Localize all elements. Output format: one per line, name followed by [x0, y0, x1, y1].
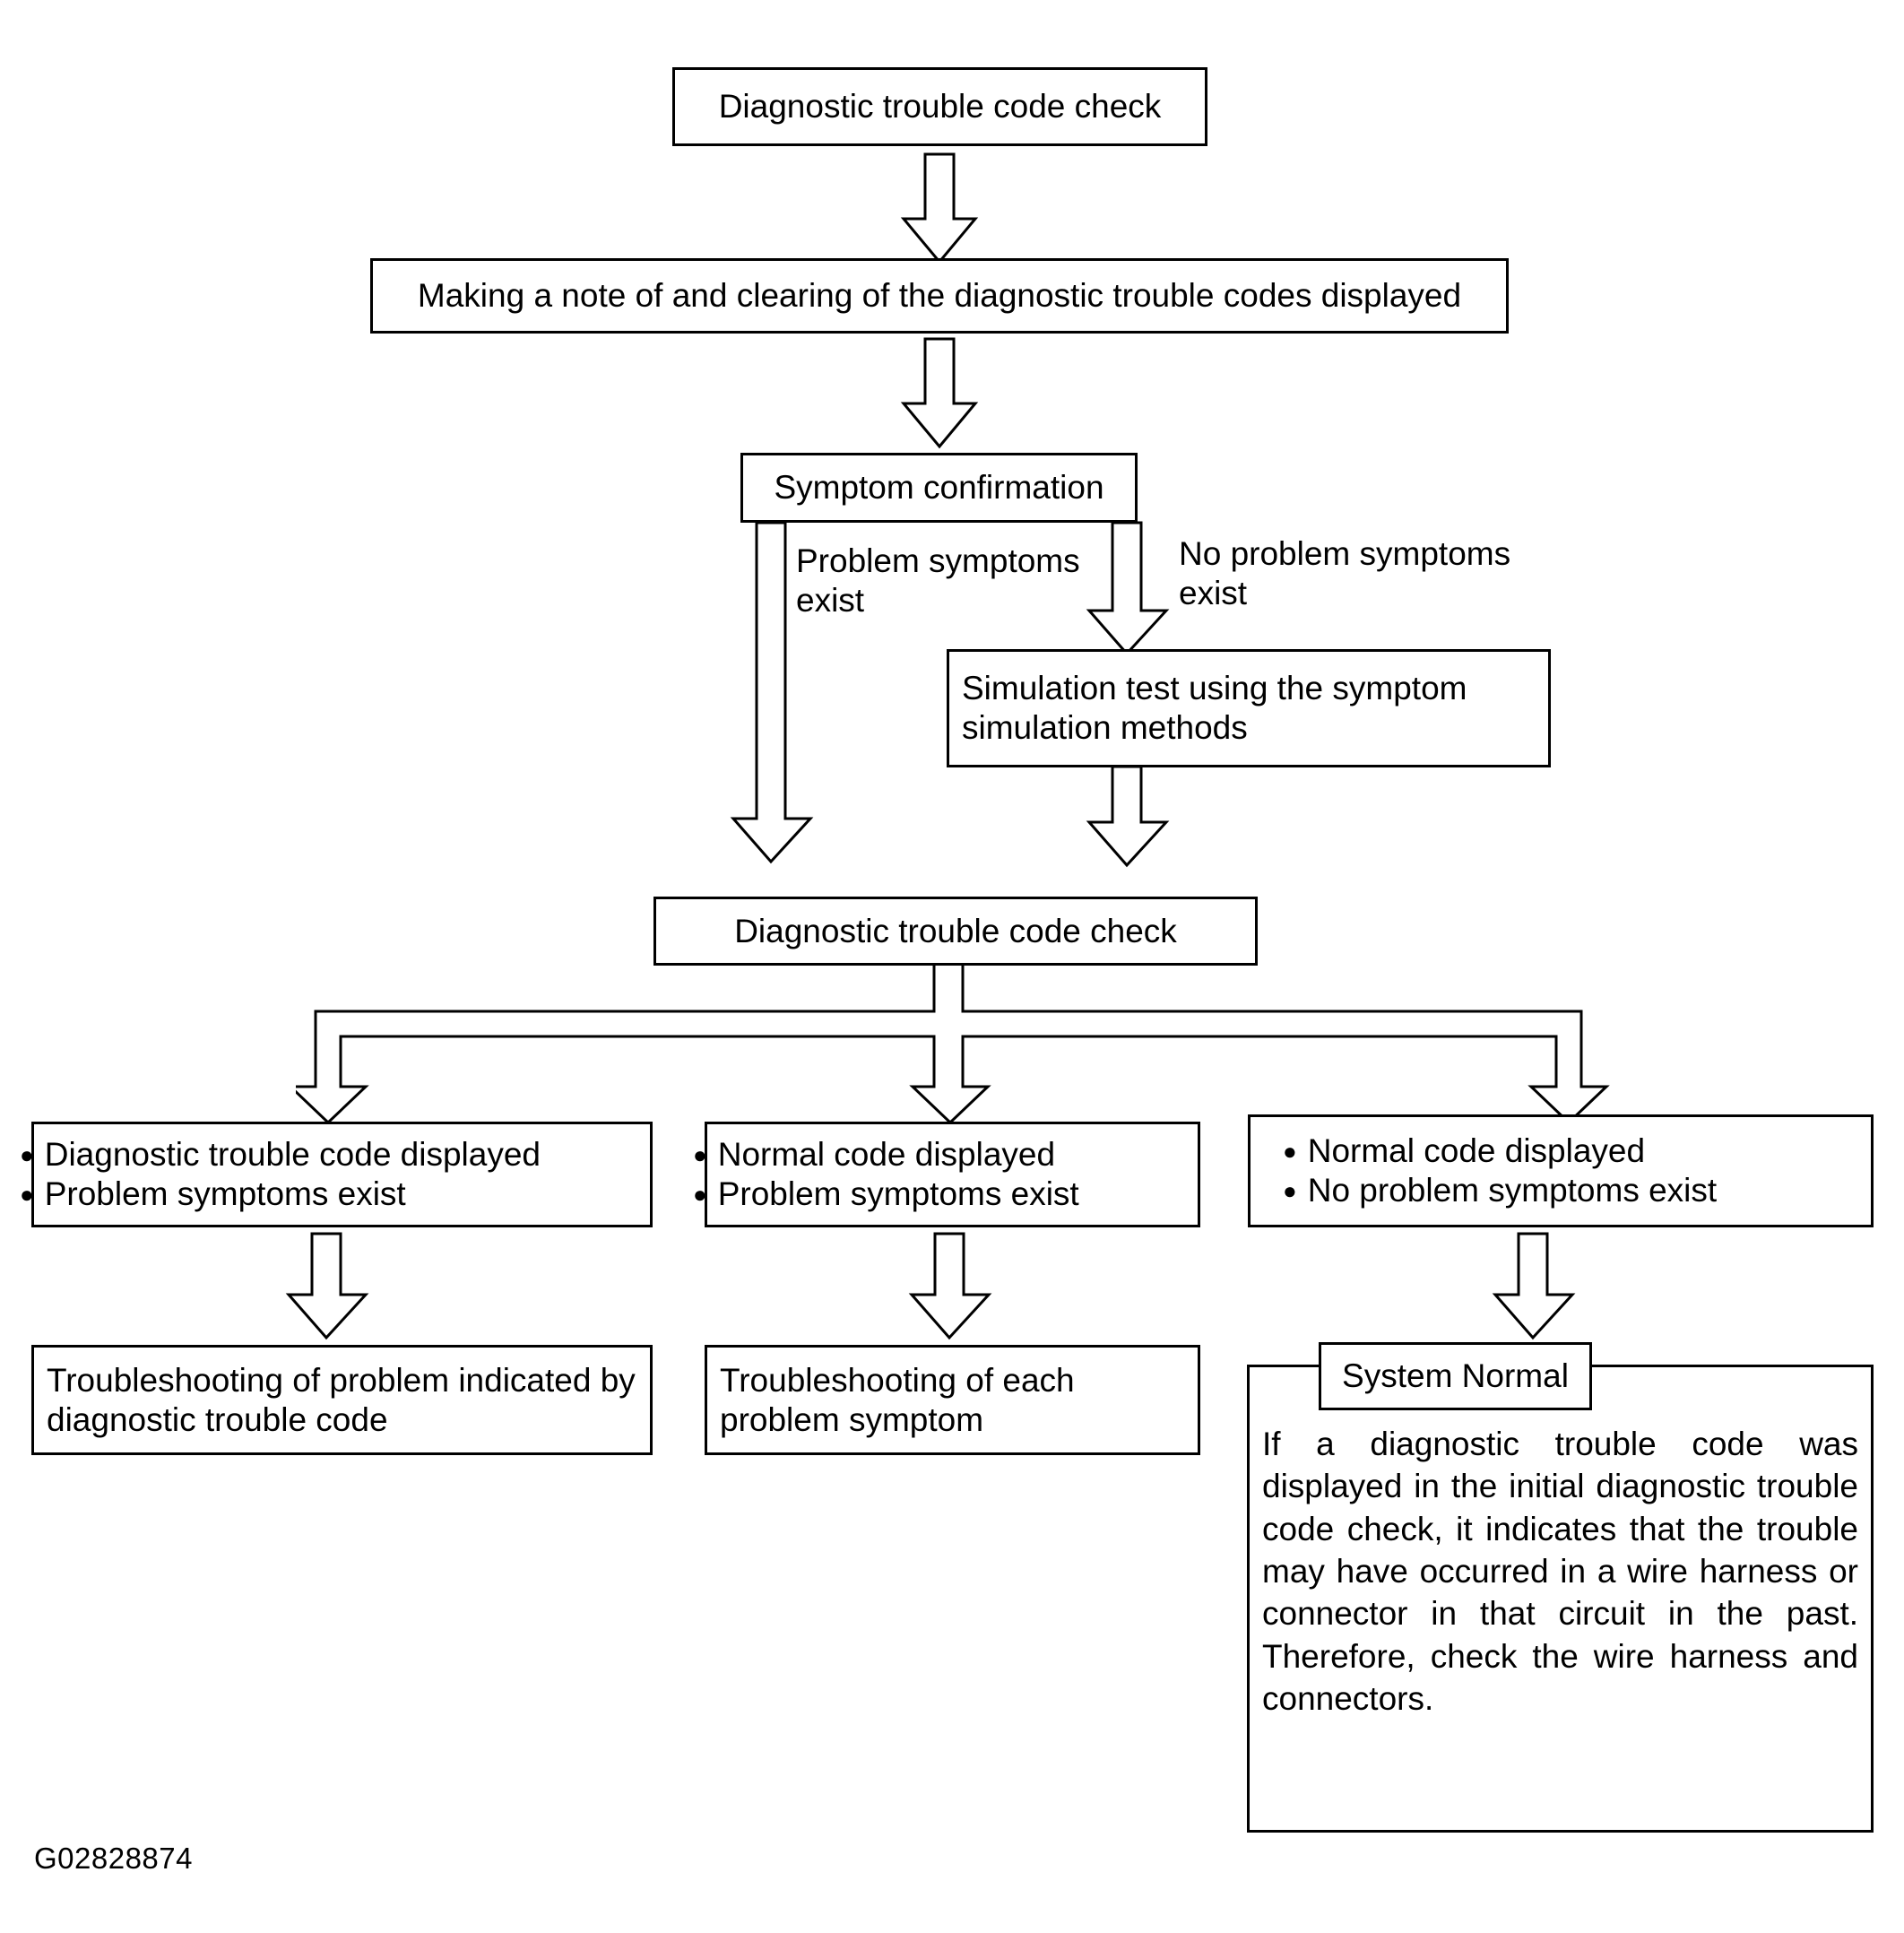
edge-label-problem-symptoms-exist: Problem symptoms exist — [796, 542, 1080, 619]
result-box-right: Normal code displayed No problem symptom… — [1248, 1114, 1874, 1227]
result-left-line-2: Problem symptoms exist — [34, 1175, 650, 1214]
result-left-line-1: Diagnostic trouble code displayed — [34, 1135, 650, 1175]
node-symptom-confirmation-label: Symptom confirmation — [774, 469, 1104, 507]
system-normal-title-label: System Normal — [1342, 1357, 1569, 1395]
action-box-middle: Troubleshooting of each problem symptom — [705, 1345, 1200, 1455]
arrow-simulation-to-check — [1086, 765, 1170, 868]
result-right-line-1: Normal code displayed — [1297, 1131, 1871, 1171]
system-normal-body-text: If a diagnostic trouble code was display… — [1262, 1426, 1858, 1718]
arrow-note-to-symptom — [900, 337, 979, 449]
arrow-problem-symptoms-down — [730, 521, 814, 864]
result-mid-line-1: Normal code displayed — [707, 1135, 1198, 1175]
node-simulation-test: Simulation test using the symptom simula… — [947, 649, 1551, 767]
node-start-check: Diagnostic trouble code check — [672, 67, 1207, 146]
node-simulation-test-label: Simulation test using the symptom simula… — [962, 670, 1467, 746]
result-box-middle: Normal code displayed Problem symptoms e… — [705, 1122, 1200, 1227]
figure-code-label: G02828874 — [34, 1842, 193, 1875]
action-left-label: Troubleshooting of problem indicated by … — [47, 1361, 636, 1438]
node-symptom-confirmation: Symptom confirmation — [740, 453, 1138, 523]
node-start-check-label: Diagnostic trouble code check — [718, 88, 1162, 126]
arrow-result-right-down — [1492, 1232, 1576, 1340]
node-second-check: Diagnostic trouble code check — [653, 897, 1258, 966]
node-make-note: Making a note of and clearing of the dia… — [370, 258, 1509, 334]
arrow-start-to-note — [900, 152, 979, 264]
arrow-result-mid-down — [908, 1232, 992, 1340]
result-right-line-2: No problem symptoms exist — [1297, 1171, 1871, 1210]
result-mid-line-2: Problem symptoms exist — [707, 1175, 1198, 1214]
fork-three-way — [296, 961, 1623, 1123]
result-box-left: Diagnostic trouble code displayed Proble… — [31, 1122, 653, 1227]
arrow-no-problem-symptoms-down — [1086, 521, 1170, 656]
action-box-left: Troubleshooting of problem indicated by … — [31, 1345, 653, 1455]
arrow-result-left-down — [285, 1232, 369, 1340]
system-normal-title-box: System Normal — [1319, 1342, 1592, 1410]
node-second-check-label: Diagnostic trouble code check — [734, 912, 1177, 949]
node-make-note-label: Making a note of and clearing of the dia… — [417, 277, 1462, 315]
system-normal-body-box: If a diagnostic trouble code was display… — [1247, 1365, 1874, 1833]
action-mid-label: Troubleshooting of each problem symptom — [720, 1361, 1075, 1438]
edge-label-no-problem-symptoms-exist: No problem symptoms exist — [1179, 535, 1511, 611]
